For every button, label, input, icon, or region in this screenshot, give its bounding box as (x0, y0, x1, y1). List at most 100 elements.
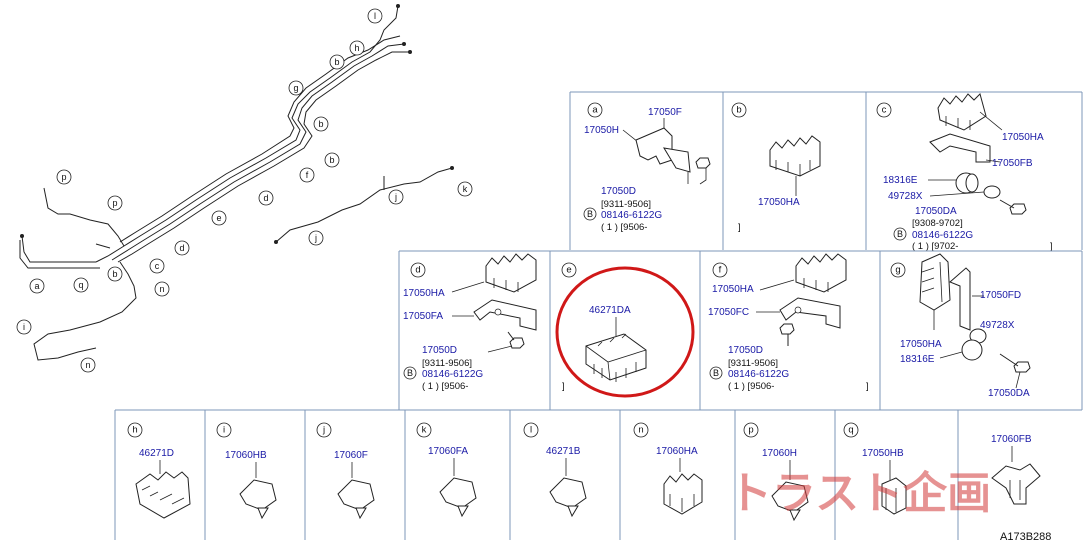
part-number: 17060FA (428, 446, 468, 457)
panel-letter: g (895, 265, 900, 276)
cell-letter: n (638, 425, 643, 436)
part-number: 08146-6122G (422, 369, 483, 380)
part-number: 49728X (980, 320, 1015, 331)
quantity-date: ( 1 ) [9506- (422, 381, 468, 392)
part-number: 18316E (883, 175, 918, 186)
cell-letter: i (223, 425, 225, 436)
panel-d: d 17050HA 17050FA 17050D [9311-9506] B 0… (403, 253, 537, 392)
panel-b: b 17050HA ] (731, 102, 821, 233)
quantity-date: ( 1 ) [9506- (728, 381, 774, 392)
part-number: 08146-6122G (601, 210, 662, 221)
bottom-cell-p: p 17060H (743, 422, 809, 522)
panel-letter: c (882, 105, 887, 116)
part-number: 17050D (728, 345, 763, 356)
date-range: [9311-9506] (601, 199, 651, 210)
bottom-cell-i: i 17060HB (216, 422, 277, 520)
bottom-panel-frame (114, 409, 1082, 540)
bottom-cell-j: j 17060F (316, 422, 375, 520)
bottom-cell-q: q 17050HB (843, 422, 907, 515)
watermark: トラスト企画 (728, 468, 991, 519)
overview-label: i (23, 322, 25, 332)
part-number: 17060FB (991, 434, 1032, 445)
part-number: 17060F (334, 450, 368, 461)
overview-label: b (329, 155, 334, 165)
overview-label: b (318, 119, 323, 129)
overview-label: q (78, 280, 83, 290)
panel-letter: d (415, 265, 420, 276)
part-number: 17050DA (988, 388, 1030, 399)
close-bracket: ] (866, 381, 869, 392)
overview-label: n (159, 284, 164, 294)
quantity-date: ( 1 ) [9506- (601, 222, 647, 233)
overview-label: j (394, 192, 397, 202)
overview-label: g (293, 83, 298, 93)
panel-g: g 17050FD 49728X 17050HA 18316E 17050DA (890, 253, 1031, 399)
bolt-marker: B (713, 368, 719, 378)
date-range: [9308-9702] (912, 218, 963, 229)
bottom-cell-l: l 46271B (523, 422, 587, 518)
top-panel-frame (569, 91, 1083, 250)
part-number: 17050D (422, 345, 457, 356)
bolt-marker: B (587, 209, 593, 219)
part-number: 17050HA (758, 197, 800, 208)
panel-f: f 17050HA 17050FC 17050D [9311-9506] B 0… (708, 253, 869, 392)
overview-label: f (306, 170, 309, 180)
part-number: 17060H (762, 448, 797, 459)
svg-text:j: j (314, 233, 317, 243)
part-number: 49728X (888, 191, 923, 202)
part-number: 17050F (648, 107, 682, 118)
overview-label: c (155, 261, 160, 271)
panel-letter: a (592, 105, 598, 116)
panel-letter: f (719, 265, 722, 276)
bolt-marker: B (407, 368, 413, 378)
part-number: 17050HA (403, 288, 445, 299)
part-number: 17050FD (980, 290, 1021, 301)
part-number: 17050D (601, 186, 636, 197)
part-number: 46271D (139, 448, 174, 459)
overview-label: e (216, 213, 221, 223)
part-number: 17050DA (915, 206, 957, 217)
bolt-marker: B (897, 229, 903, 239)
panel-letter: b (736, 105, 741, 116)
part-number: 17050FC (708, 307, 749, 318)
overview-label: b (112, 269, 117, 279)
overview-label: d (179, 243, 184, 253)
part-number: 17050FB (992, 158, 1033, 169)
part-number: 46271DA (589, 305, 631, 316)
overview-label: p (61, 172, 66, 182)
bottom-cell-h: h 46271D (127, 422, 191, 519)
part-number: 46271B (546, 446, 581, 457)
cell-letter: q (848, 425, 853, 436)
cell-letter: k (422, 425, 427, 436)
overview-label: n (85, 360, 90, 370)
part-number: 17050FA (403, 311, 443, 322)
bottom-cell-clip: 17060FB (991, 434, 1041, 505)
part-number: 17060HB (225, 450, 267, 461)
part-number: 17050HA (712, 284, 754, 295)
overview-label: p (112, 198, 117, 208)
bottom-cell-k: k 17060FA (416, 422, 477, 518)
overview-label: d (263, 193, 268, 203)
part-number: 17060HA (656, 446, 698, 457)
pipe-routing-overview: l h b g b b f e d d c b a q p p i n n j … (16, 4, 473, 373)
cell-letter: p (748, 425, 753, 436)
part-number: 08146-6122G (728, 369, 789, 380)
overview-label: l (374, 11, 376, 21)
overview-label: h (354, 43, 359, 53)
cell-letter: l (530, 425, 532, 436)
diagram-code: A173B288 (1000, 531, 1051, 543)
panel-a: a 17050F 17050H 17050D [9311-9506] B 081… (583, 102, 711, 233)
panel-c: c 17050HA 17050FB 18316E 49728X 17050DA … (876, 93, 1053, 252)
part-number: 18316E (900, 354, 935, 365)
overview-label: b (334, 57, 339, 67)
part-number: 08146-6122G (912, 230, 973, 241)
overview-label: a (34, 281, 39, 291)
panel-letter: e (566, 265, 571, 276)
highlight-circle (555, 266, 695, 398)
overview-label: k (463, 184, 468, 194)
quantity-date: ( 1 ) [9702- (912, 241, 958, 252)
part-number: 17050HB (862, 448, 904, 459)
close-bracket: ] (562, 381, 565, 392)
close-bracket: ] (1050, 241, 1053, 252)
